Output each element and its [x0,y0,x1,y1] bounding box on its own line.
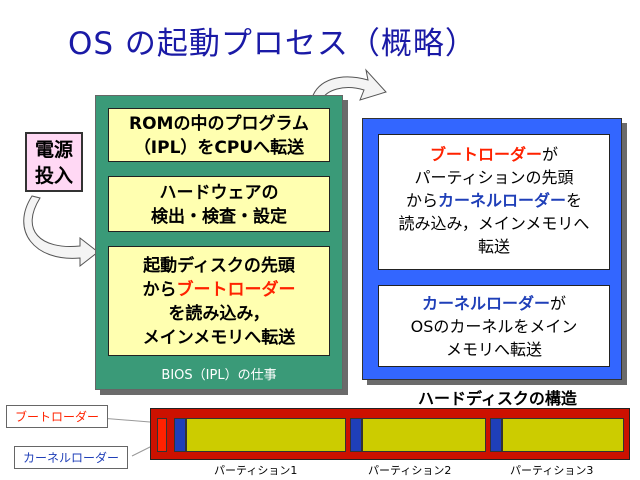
bootloader-step-line4: 読み込み，メインメモリへ [398,214,590,233]
bios-step-rom-line2: （IPL）をCPUへ転送 [133,138,305,158]
harddisk-bar [150,408,630,460]
partition-2 [362,418,486,452]
bios-step-hardware-line2: 検出・検査・設定 [151,207,287,227]
bios-step-rom: ROMの中のプログラム （IPL）をCPUへ転送 [108,108,330,162]
kernelloader-step: カーネルローダーが OSのカーネルをメイン メモリへ転送 [378,285,610,367]
partition-1 [186,418,346,452]
bios-step-bootdisk-line1: 起動ディスクの先頭 [143,256,295,276]
kernelloader-step-line2: OSのカーネルをメイン [410,317,578,336]
harddisk-structure-title: ハードディスクの構造 [418,389,577,408]
bios-panel: ROMの中のプログラム （IPL）をCPUへ転送 ハードウェアの 検出・検査・設… [95,95,343,390]
power-line1: 電源 [34,139,73,161]
bios-step-bootdisk-line2: からブートローダー [142,280,296,300]
bios-step-bootdisk-line3: を読み込み， [168,304,270,324]
partition-label-2: パーティション2 [368,464,452,477]
kernelloader-step-line1: カーネルローダーが [421,294,567,313]
page-title: OS の起動プロセス（概略） [68,26,477,62]
bootloader-step: ブートローダーが パーティションの先頭 からカーネルローダーを 読み込み，メイン… [378,134,610,270]
partition-3 [502,418,624,452]
bootloader-step-line5: 転送 [477,237,510,256]
kernelloader-segment-3 [490,418,502,452]
bootloader-highlight: ブートローダー [176,280,296,300]
power-on-box: 電源 投入 [25,132,83,192]
partition-label-3: パーティション3 [510,464,594,477]
bootloader-step-line3: からカーネルローダーを [405,191,583,210]
bootloader-step-line1: ブートローダーが [429,145,559,164]
bootloader-segment [157,418,167,452]
harddisk-panel: ブートローダーが パーティションの先頭 からカーネルローダーを 読み込み，メイン… [362,118,622,380]
bootloader-tag: ブートローダー [6,405,109,428]
bios-step-hardware: ハードウェアの 検出・検査・設定 [108,176,330,232]
bios-step-bootdisk-line4: メインメモリへ転送 [142,328,296,348]
bios-step-hardware-line1: ハードウェアの [159,183,279,203]
kernelloader-tag: カーネルローダー [14,446,129,469]
power-to-bios-arrow [23,195,99,268]
bios-step-bootdisk: 起動ディスクの先頭 からブートローダー を読み込み， メインメモリへ転送 [108,246,330,356]
bios-step-rom-line1: ROMの中のプログラム [129,114,309,134]
kernelloader-segment-2 [350,418,362,452]
kernelloader-segment-1 [174,418,186,452]
power-line2: 投入 [34,165,73,187]
kernelloader-step-line3: メモリへ転送 [445,340,542,359]
partition-label-1: パーティション1 [214,464,298,477]
bios-caption: BIOS（IPL）の仕事 [161,368,277,383]
bootloader-step-line2: パーティションの先頭 [414,168,574,187]
bootloader-pointer-line [99,417,151,423]
bios-to-disk-arrow [311,68,387,101]
